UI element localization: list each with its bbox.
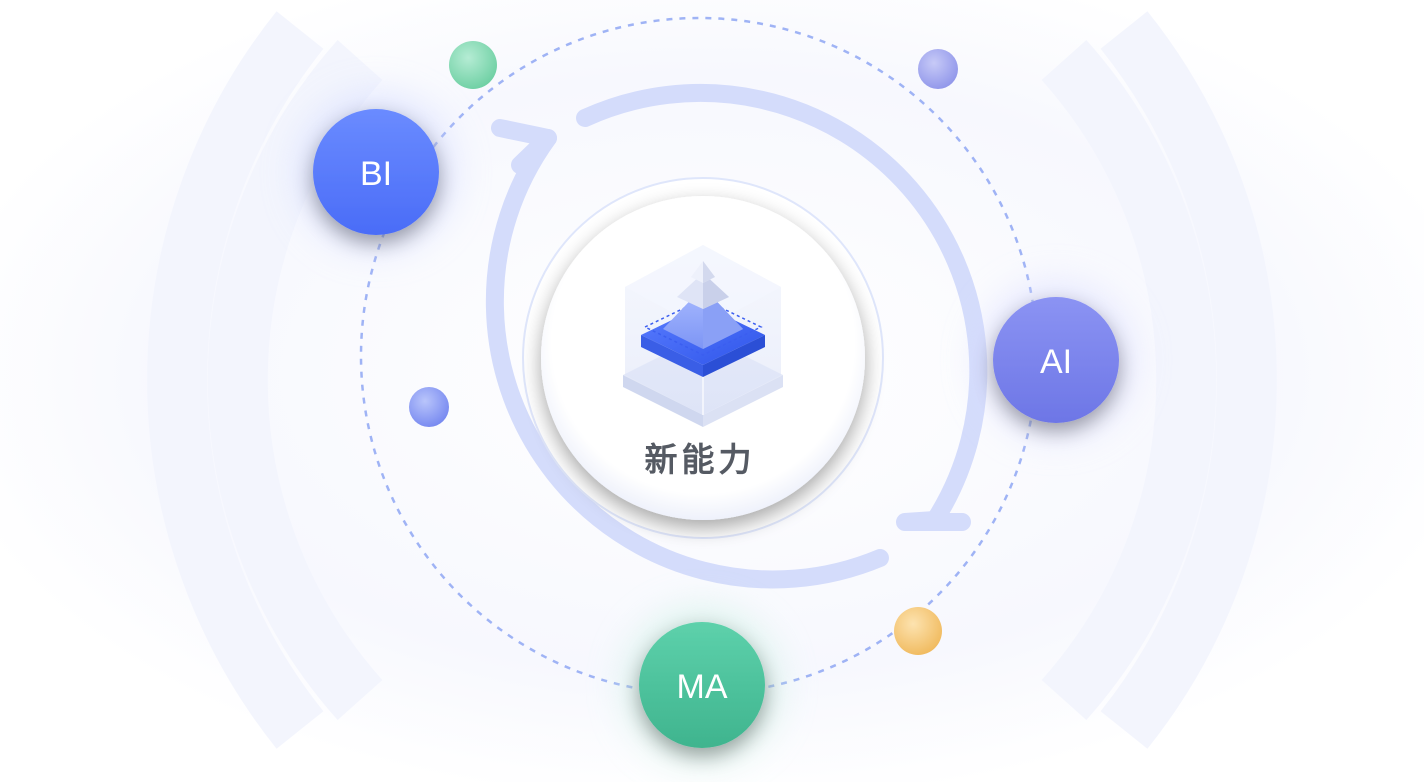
decorative-dot-green xyxy=(449,41,497,89)
layered-pyramid-icon xyxy=(623,245,783,427)
cycle-arcs xyxy=(485,83,988,589)
decorative-dot-orange xyxy=(894,607,942,655)
decorative-dot-purple xyxy=(918,49,958,89)
ma-node-circle xyxy=(639,622,765,748)
right-halo-arcs xyxy=(1041,11,1277,749)
ai-node-label: AI xyxy=(1040,343,1072,381)
bi-node-label: BI xyxy=(360,155,392,193)
center-label: 新能力 xyxy=(645,440,756,479)
bi-node-circle xyxy=(313,109,439,235)
ma-node[interactable]: MA xyxy=(624,607,780,763)
left-halo-arcs xyxy=(147,11,383,749)
ai-node-circle xyxy=(993,297,1119,423)
ai-node[interactable]: AI xyxy=(978,282,1134,438)
decorative-dot-blue xyxy=(409,387,449,427)
ma-node-label: MA xyxy=(677,668,728,706)
bi-node[interactable]: BI xyxy=(298,94,454,250)
